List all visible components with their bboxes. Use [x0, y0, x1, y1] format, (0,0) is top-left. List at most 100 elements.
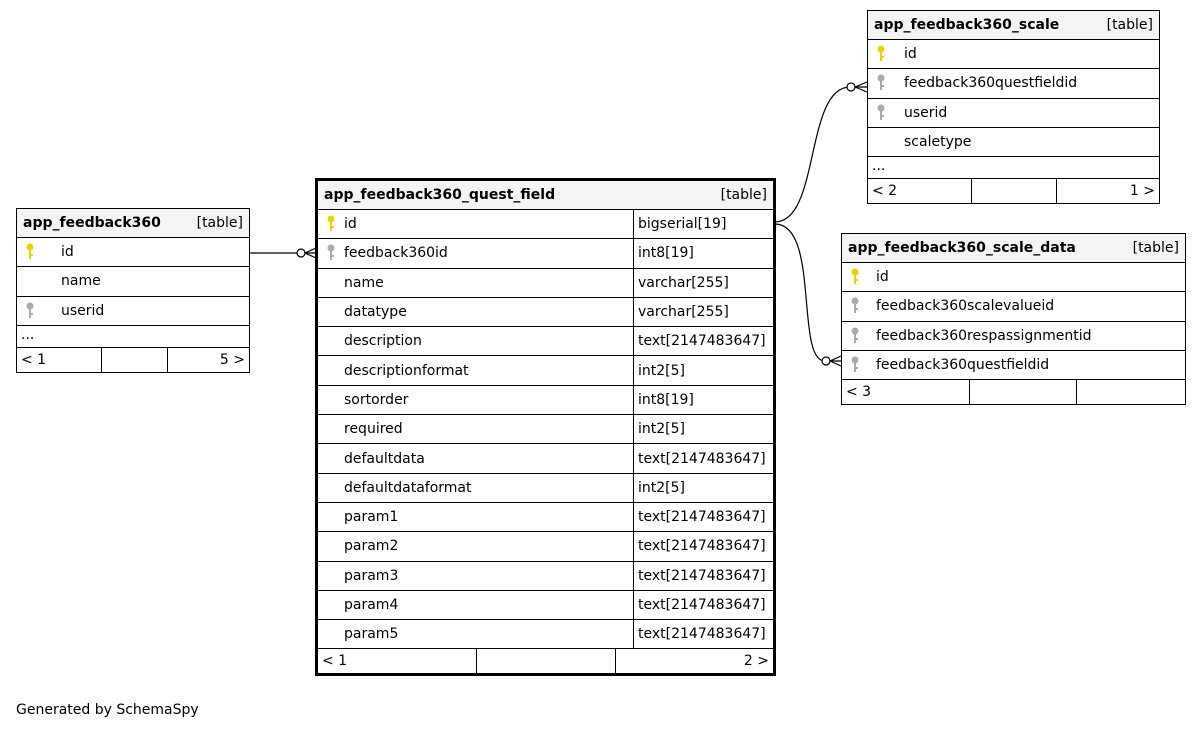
- foreign-key-icon: [318, 244, 344, 262]
- column-row: feedback360scalevalueid: [842, 292, 1185, 322]
- table-name: app_feedback360_quest_field: [324, 187, 556, 203]
- more-columns-ellipsis: ...: [17, 326, 249, 348]
- table-name: app_feedback360_scale: [874, 17, 1060, 33]
- column-name: required: [344, 421, 403, 438]
- column-row: id: [842, 263, 1185, 293]
- column-row: datatype varchar[255]: [318, 297, 773, 328]
- column-row: defaultdataformat int2[5]: [318, 473, 773, 503]
- column-type: text[2147483647]: [633, 444, 773, 473]
- column-name: name: [344, 274, 384, 291]
- table-app-feedback360-scale-data[interactable]: app_feedback360_scale_data [table] id fee…: [841, 233, 1186, 406]
- column-type: text[2147483647]: [633, 532, 773, 561]
- column-row: description text[2147483647]: [318, 327, 773, 357]
- column-name: param1: [344, 509, 399, 526]
- table-type: [table]: [196, 215, 243, 231]
- column-row: id: [868, 40, 1159, 70]
- foreign-key-icon: [17, 302, 43, 320]
- children-count: < 2: [872, 183, 898, 200]
- primary-key-icon: [842, 268, 868, 286]
- foreign-key-icon: [868, 74, 894, 92]
- column-type: int2[5]: [633, 415, 773, 444]
- column-type: bigserial[19]: [633, 210, 773, 239]
- column-name: name: [61, 273, 101, 290]
- column-name: descriptionformat: [344, 362, 469, 379]
- table-footer: < 2 1 >: [868, 179, 1159, 204]
- table-type: [table]: [1106, 17, 1153, 33]
- column-type: int8[19]: [633, 239, 773, 268]
- column-row: defaultdata text[2147483647]: [318, 444, 773, 474]
- column-type: text[2147483647]: [633, 590, 773, 620]
- table-header: app_feedback360_scale_data [table]: [842, 234, 1185, 263]
- table-name: app_feedback360_scale_data: [848, 240, 1076, 256]
- parents-count: 2 >: [743, 653, 769, 670]
- column-name: param2: [344, 538, 399, 555]
- table-app-feedback360-quest-field[interactable]: app_feedback360_quest_field [table] id bi…: [315, 178, 776, 677]
- foreign-key-icon: [842, 356, 868, 374]
- column-name: datatype: [344, 304, 407, 321]
- parents-count: 1 >: [1129, 183, 1155, 200]
- column-row: feedback360questfieldid: [842, 351, 1185, 381]
- column-name: userid: [61, 302, 105, 319]
- more-columns-ellipsis: ...: [868, 157, 1159, 180]
- column-name: id: [876, 269, 889, 286]
- column-name: feedback360respassignmentid: [876, 327, 1092, 344]
- column-name: id: [61, 244, 74, 261]
- edge-quest-field-to-scale-data: [774, 223, 826, 362]
- column-type: int2[5]: [633, 356, 773, 385]
- children-count: < 3: [846, 384, 872, 401]
- column-row: descriptionformat int2[5]: [318, 356, 773, 386]
- column-name: defaultdataformat: [344, 479, 472, 496]
- column-name: sortorder: [344, 391, 409, 408]
- column-name: defaultdata: [344, 450, 425, 467]
- column-type: text[2147483647]: [633, 561, 773, 590]
- column-name: id: [344, 216, 357, 233]
- column-type: text[2147483647]: [633, 502, 773, 532]
- table-name: app_feedback360: [23, 215, 161, 231]
- column-row: name: [17, 267, 249, 297]
- table-footer: < 1 2 >: [318, 649, 773, 674]
- table-type: [table]: [720, 187, 767, 203]
- column-row: required int2[5]: [318, 415, 773, 445]
- column-name: param4: [344, 597, 399, 613]
- column-row: scaletype: [868, 128, 1159, 158]
- column-row: feedback360id int8[19]: [318, 239, 773, 269]
- table-header: app_feedback360_scale [table]: [868, 11, 1159, 40]
- column-name: description: [344, 333, 422, 350]
- column-name: param5: [344, 626, 399, 643]
- column-type: int8[19]: [633, 385, 773, 415]
- generated-by-credit: Generated by SchemaSpy: [16, 702, 199, 718]
- primary-key-icon: [868, 45, 894, 63]
- table-type: [table]: [1132, 240, 1179, 256]
- column-row: param1 text[2147483647]: [318, 502, 773, 533]
- foreign-key-icon: [842, 297, 868, 315]
- primary-key-icon: [318, 215, 344, 233]
- column-name: feedback360id: [344, 245, 448, 262]
- column-row: feedback360questfieldid: [868, 69, 1159, 99]
- children-count: < 1: [21, 351, 47, 368]
- table-footer: < 3: [842, 380, 1185, 405]
- primary-key-icon: [17, 243, 43, 261]
- foreign-key-icon: [868, 104, 894, 122]
- column-type: int2[5]: [633, 473, 773, 502]
- column-type: text[2147483647]: [633, 327, 773, 356]
- column-row: userid: [868, 99, 1159, 128]
- table-app-feedback360-scale[interactable]: app_feedback360_scale [table] id feedback…: [867, 10, 1160, 205]
- column-name: scaletype: [904, 134, 972, 151]
- column-name: userid: [904, 104, 948, 121]
- table-app-feedback360[interactable]: app_feedback360 [table] id name userid .…: [16, 208, 250, 373]
- column-row: id: [17, 238, 249, 268]
- column-name: param3: [344, 567, 399, 584]
- table-header: app_feedback360 [table]: [17, 209, 249, 238]
- parents-count: [1077, 380, 1185, 404]
- column-row: param3 text[2147483647]: [318, 561, 773, 591]
- column-row: id bigserial[19]: [318, 210, 773, 240]
- column-name: feedback360questfieldid: [904, 75, 1078, 92]
- column-name: feedback360scalevalueid: [876, 298, 1055, 315]
- column-type: varchar[255]: [633, 297, 773, 327]
- table-header: app_feedback360_quest_field [table]: [318, 181, 773, 210]
- foreign-key-icon: [842, 327, 868, 345]
- edge-quest-field-to-scale: [774, 86, 851, 223]
